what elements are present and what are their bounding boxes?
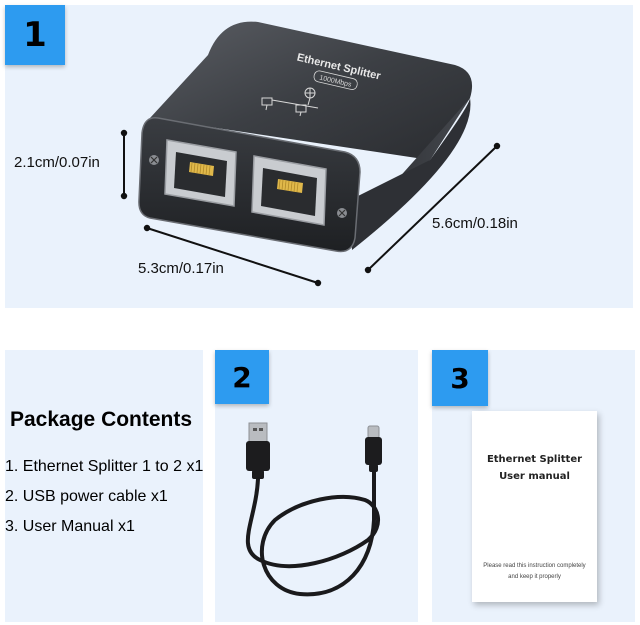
device-top-surface xyxy=(150,21,473,160)
manual-title-line-2: User manual xyxy=(499,471,570,482)
package-item-1: 1. Ethernet Splitter 1 to 2 x1 xyxy=(5,458,204,475)
screw-right xyxy=(337,208,347,218)
package-contents-title: Package Contents xyxy=(10,408,193,431)
package-contents-panel xyxy=(5,350,203,622)
depth-dimension-label: 5.6cm/0.18in xyxy=(432,215,518,232)
width-dimension-label: 5.3cm/0.17in xyxy=(138,260,224,277)
package-item-2: 2. USB power cable x1 xyxy=(5,488,168,505)
width-dimension-line xyxy=(143,224,322,287)
panel-number-badge-1: 1 xyxy=(5,5,65,65)
manual-note-line-1: Please read this instruction completely xyxy=(483,563,586,569)
height-dimension-line xyxy=(120,129,128,200)
user-manual-booklet: Ethernet Splitter User manual Please rea… xyxy=(472,411,597,602)
panel-number-badge-3: 3 xyxy=(432,350,488,406)
package-item-3: 3. User Manual x1 xyxy=(5,518,135,535)
manual-note-line-2: and keep it properly xyxy=(508,574,561,580)
rj45-port-right xyxy=(251,155,327,226)
screw-left xyxy=(149,155,159,165)
depth-dimension-line xyxy=(364,142,501,274)
panel-number-badge-2: 2 xyxy=(215,350,269,404)
manual-title-line-1: Ethernet Splitter xyxy=(486,454,583,465)
height-dimension-label: 2.1cm/0.07in xyxy=(14,154,100,171)
rj45-port-left xyxy=(164,139,237,207)
network-diagram-icon xyxy=(261,87,319,117)
